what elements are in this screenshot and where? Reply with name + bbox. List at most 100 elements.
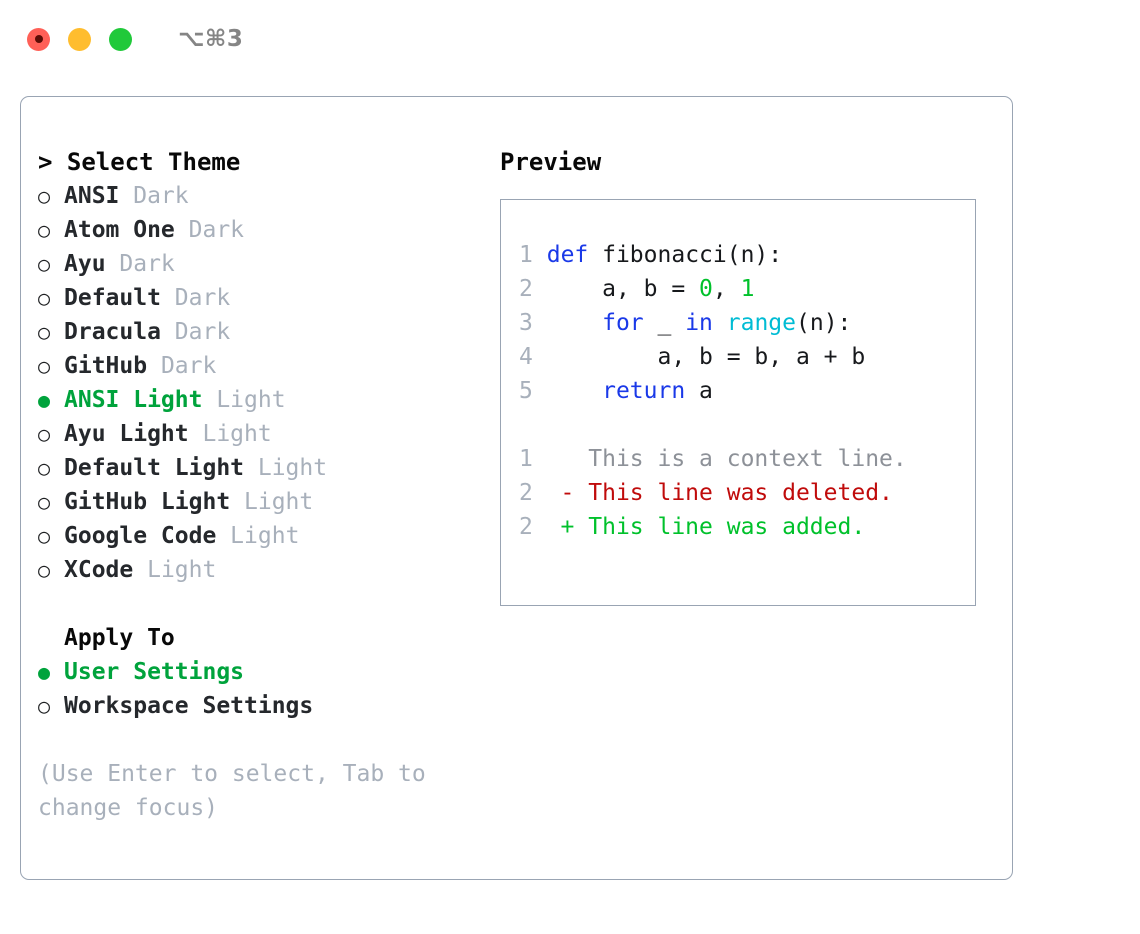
theme-option-label: XCode xyxy=(64,557,134,583)
theme-option-label: Ayu Light xyxy=(64,421,189,447)
code-token-plain: , xyxy=(712,276,741,302)
code-token-plain: _ xyxy=(643,310,686,336)
radio-unselected-icon: ○ xyxy=(38,354,51,378)
diff-line-add: 2 + This line was added. xyxy=(519,510,975,544)
radio-unselected-icon: ○ xyxy=(38,490,51,514)
code-token-kw: return xyxy=(602,378,686,404)
theme-option-ansi[interactable]: ○ ANSI Dark xyxy=(38,179,468,213)
code-token-num: 1 xyxy=(740,276,755,302)
theme-option-atom-one[interactable]: ○ Atom One Dark xyxy=(38,213,468,247)
code-line-number: 5 xyxy=(519,378,533,404)
preview-panel: Preview 1 def fibonacci(n):2 a, b = 0, 1… xyxy=(500,145,990,606)
theme-option-category: Light xyxy=(244,455,328,481)
code-token-plain: a xyxy=(685,378,713,404)
theme-option-label: Atom One xyxy=(64,217,175,243)
theme-option-label: Default xyxy=(64,285,161,311)
code-line: 3 for _ in range(n): xyxy=(519,306,975,340)
diff-line-number: 2 xyxy=(519,514,533,540)
theme-option-xcode[interactable]: ○XCode Light xyxy=(38,553,468,587)
radio-unselected-icon: ○ xyxy=(38,218,51,242)
radio-unselected-icon: ○ xyxy=(38,456,51,480)
code-line: 1 def fibonacci(n): xyxy=(519,238,975,272)
theme-selection-panel: > Select Theme ○ANSI Dark○Atom One Dark○… xyxy=(38,145,468,825)
radio-unselected-icon: ○ xyxy=(38,184,51,208)
code-token-fn: range xyxy=(726,310,797,336)
theme-option-category: Dark xyxy=(147,353,217,379)
theme-option-google-code[interactable]: ○Google Code Light xyxy=(38,519,468,553)
theme-option-category: Light xyxy=(188,421,272,447)
theme-option-label: GitHub Light xyxy=(64,489,231,515)
code-line: 4 a, b = b, a + b xyxy=(519,340,975,374)
diff-line-number: 2 xyxy=(519,480,533,506)
code-gutter-space xyxy=(533,344,547,370)
code-line-number: 4 xyxy=(519,344,533,370)
radio-unselected-icon: ○ xyxy=(38,252,51,276)
theme-option-ayu[interactable]: ○Ayu Dark xyxy=(38,247,468,281)
radio-selected-icon: ● xyxy=(38,660,51,684)
diff-line-del: 2 - This line was deleted. xyxy=(519,476,975,510)
apply-to-option-list: ● User Settings ○ Workspace Settings xyxy=(38,655,468,723)
select-theme-heading: > Select Theme xyxy=(38,148,241,176)
theme-option-ansi-light[interactable]: ●ANSI Light Light xyxy=(38,383,468,417)
theme-option-label: Default Light xyxy=(64,455,245,481)
diff-line-context: 1 This is a context line. xyxy=(519,442,975,476)
code-token-plain xyxy=(547,378,602,404)
theme-option-category: Dark xyxy=(160,319,231,345)
apply-to-option-user-settings[interactable]: ● User Settings xyxy=(38,655,468,689)
theme-option-category: Dark xyxy=(160,285,231,311)
theme-picker-dialog: > Select Theme ○ANSI Dark○Atom One Dark○… xyxy=(20,96,1013,880)
traffic-light-group xyxy=(27,27,132,51)
code-token-plain xyxy=(713,310,727,336)
diff-text: This is a context line. xyxy=(574,446,907,472)
keyboard-hint-text: (Use Enter to select, Tab to change focu… xyxy=(38,761,440,821)
code-gutter-space xyxy=(533,276,547,302)
apply-to-option-label: User Settings xyxy=(64,659,245,685)
code-token-plain: (n): xyxy=(796,310,852,336)
radio-unselected-icon: ○ xyxy=(38,694,51,718)
radio-unselected-icon: ○ xyxy=(38,320,51,344)
code-token-kw: in xyxy=(685,310,713,336)
theme-option-category: Light xyxy=(216,523,300,549)
theme-option-default[interactable]: ○Default Dark xyxy=(38,281,468,315)
code-line-number: 1 xyxy=(519,242,533,268)
close-window-button[interactable] xyxy=(27,27,50,51)
keyboard-shortcut-label: ⌥⌘3 xyxy=(178,26,244,52)
diff-text: This line was deleted. xyxy=(574,480,893,506)
theme-option-dracula[interactable]: ○ Dracula Dark xyxy=(38,315,468,349)
apply-to-option-workspace-settings[interactable]: ○ Workspace Settings xyxy=(38,689,468,723)
code-token-kw: for xyxy=(602,310,644,336)
apply-to-option-label: Workspace Settings xyxy=(64,693,314,719)
diff-marker xyxy=(533,446,575,472)
code-line: 5 return a xyxy=(519,374,975,408)
theme-option-category: Dark xyxy=(174,217,245,243)
theme-option-category: Light xyxy=(230,489,314,515)
diff-line-number: 1 xyxy=(519,446,533,472)
apply-to-section: Apply To ● User Settings ○ Workspace Settin… xyxy=(38,621,468,723)
theme-option-ayu-light[interactable]: ○ Ayu Light Light xyxy=(38,417,468,451)
radio-unselected-icon: ○ xyxy=(38,422,51,446)
theme-option-label: ANSI Light xyxy=(64,387,203,413)
code-token-plain: a, b = xyxy=(546,276,700,302)
code-token-plain: a, b = b, a + b xyxy=(546,344,866,370)
code-gutter-space xyxy=(533,310,547,336)
theme-option-default-light[interactable]: ○ Default Light Light xyxy=(38,451,468,485)
code-token-plain: fibonacci(n): xyxy=(602,242,783,268)
minimize-window-button[interactable] xyxy=(68,27,91,51)
zoom-window-button[interactable] xyxy=(109,27,132,51)
theme-option-label: ANSI xyxy=(64,183,120,209)
code-line-number: 2 xyxy=(519,276,533,302)
preview-heading: Preview xyxy=(500,148,602,176)
diff-sample-block: 1 This is a context line.2 - This line w… xyxy=(519,442,975,544)
theme-option-label: Dracula xyxy=(64,319,161,345)
radio-selected-icon: ● xyxy=(38,388,51,412)
theme-option-github-light[interactable]: ○ GitHub Light Light xyxy=(38,485,468,519)
theme-option-github[interactable]: ○ GitHub Dark xyxy=(38,349,468,383)
theme-option-category: Dark xyxy=(119,183,189,209)
diff-text: This line was added. xyxy=(574,514,866,540)
theme-option-label: GitHub xyxy=(64,353,148,379)
theme-option-list: ○ANSI Dark○Atom One Dark○Ayu Dark○Defaul… xyxy=(38,179,468,587)
apply-to-heading: Apply To xyxy=(64,625,175,651)
code-line: 2 a, b = 0, 1 xyxy=(519,272,975,306)
